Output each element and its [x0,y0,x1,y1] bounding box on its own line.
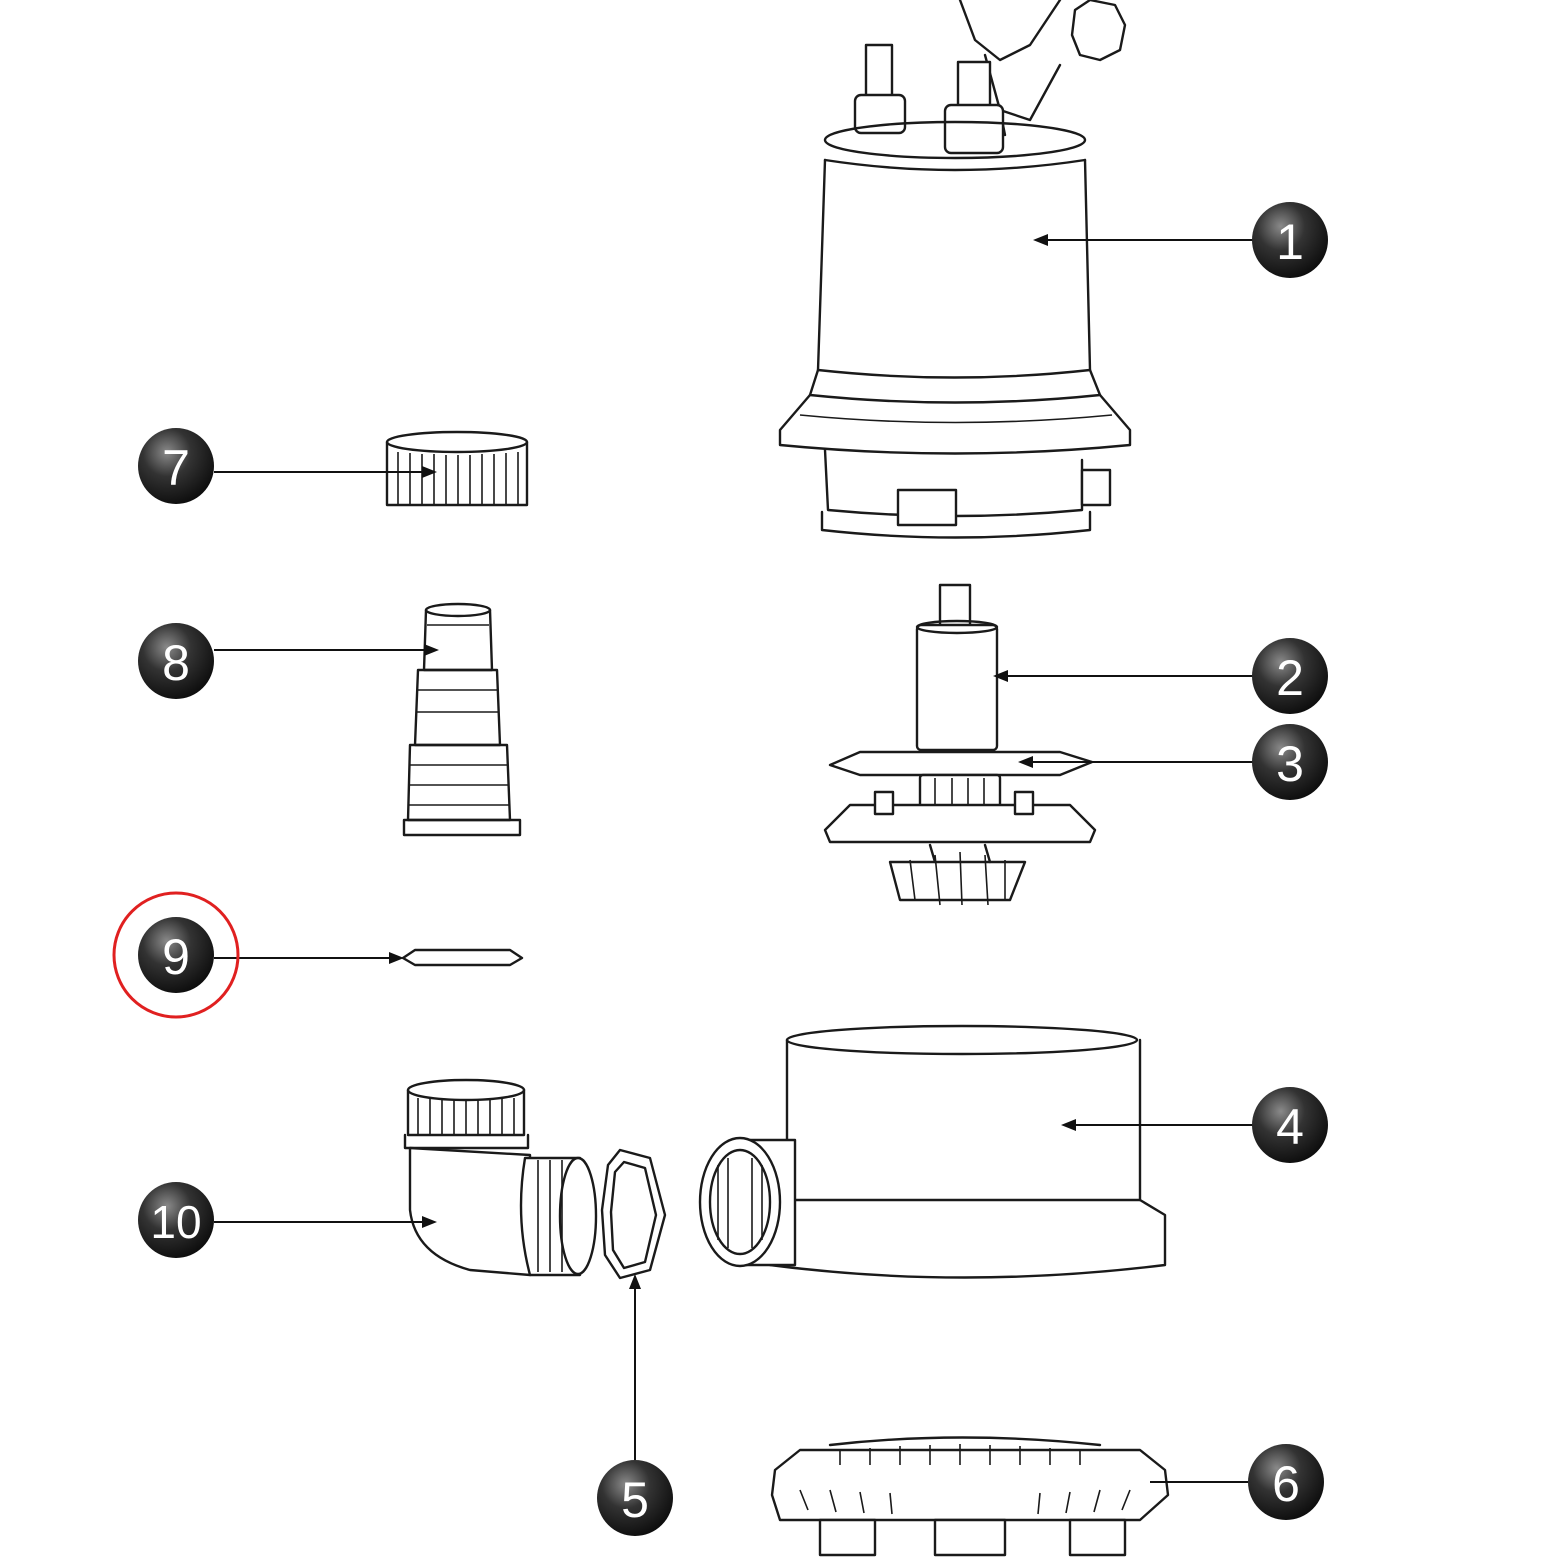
callout-badge-4[interactable]: 4 [1252,1087,1328,1163]
callout-badge-1[interactable]: 1 [1252,202,1328,278]
callout-badge-7[interactable]: 7 [138,428,214,504]
callout-badge-6[interactable]: 6 [1248,1444,1324,1520]
numbered-circle-icon [597,1460,673,1536]
part-motor-housing [778,0,1132,539]
numbered-circle-icon [138,1182,214,1258]
part-pump-base [698,1024,1167,1279]
callout-label-3: 3 [1276,736,1304,792]
part-hose-adapter [402,602,522,837]
leader-lines [214,234,1253,1483]
callout-badge-3[interactable]: 3 [1252,724,1328,800]
callout-badge-5[interactable]: 5 [597,1460,673,1536]
callout-badge-2[interactable]: 2 [1252,638,1328,714]
callout-badge-8[interactable]: 8 [138,623,214,699]
numbered-circle-icon [1248,1444,1324,1520]
part-union-nut [385,430,529,507]
part-strainer [770,1436,1170,1557]
numbered-circle-icon [1252,638,1328,714]
part-washer [401,948,524,967]
numbered-circle-icon [1252,724,1328,800]
callout-label-4: 4 [1276,1099,1304,1155]
callout-label-5: 5 [621,1472,649,1528]
callout-label-9: 9 [162,929,190,985]
part-rotor-shaft [915,583,999,752]
callout-label-7: 7 [162,440,190,496]
callout-badge-10[interactable]: 10 [138,1182,214,1258]
numbered-circle-icon [138,623,214,699]
numbered-circle-icon [1252,202,1328,278]
part-elbow [403,1078,598,1277]
callout-label-8: 8 [162,635,190,691]
part-impeller [823,790,1097,906]
numbered-circle-icon [138,917,214,993]
numbered-circle-icon [1252,1087,1328,1163]
highlight-ring [112,891,240,1019]
callout-label-2: 2 [1276,650,1304,706]
part-o-ring [600,1148,667,1280]
callout-label-1: 1 [1276,214,1304,270]
callout-badge-9[interactable]: 9 [138,917,214,993]
callout-label-6: 6 [1272,1456,1300,1512]
numbered-circle-icon [138,428,214,504]
callout-label-10: 10 [150,1196,201,1248]
